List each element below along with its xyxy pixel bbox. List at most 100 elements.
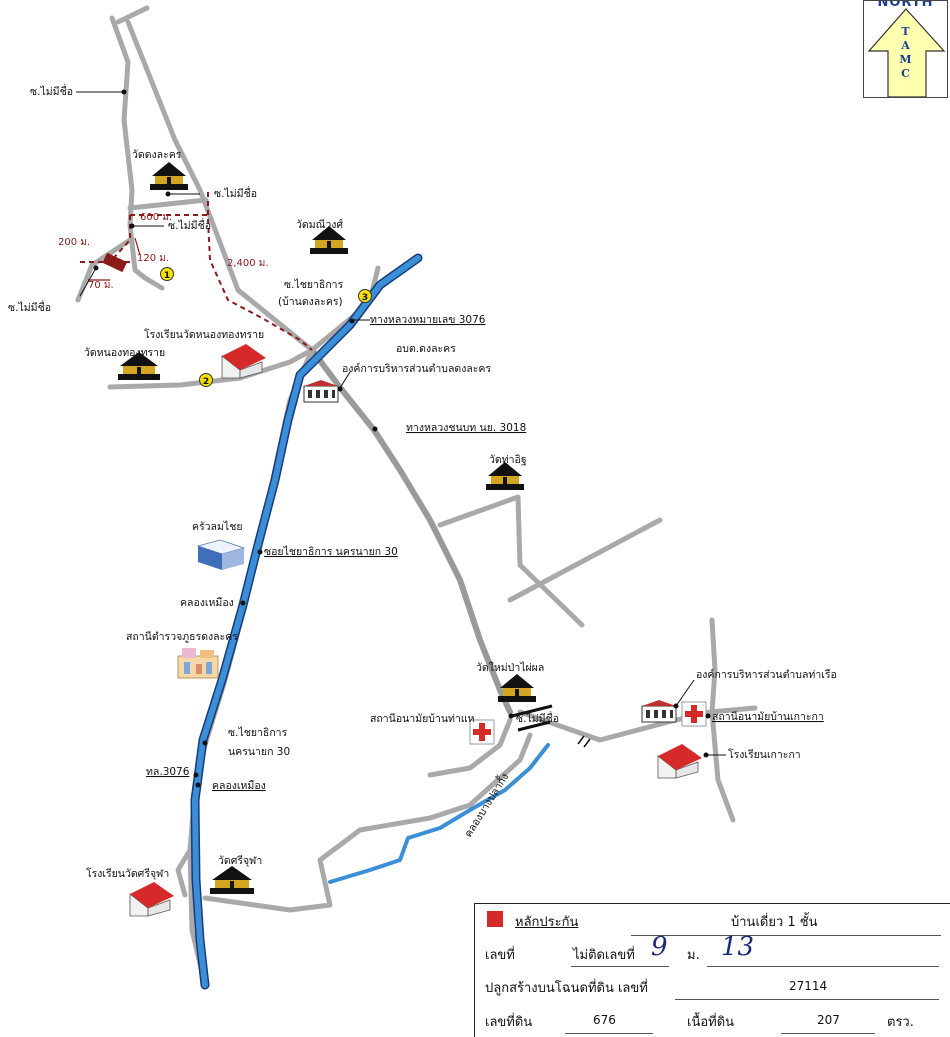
- north-arrow-badge: NORTH T A M C: [863, 0, 948, 98]
- office-icon-obt-dong-lakhon: [303, 380, 339, 403]
- road-soi-left-down: [75, 237, 133, 303]
- moo-handwritten: 13: [721, 932, 755, 962]
- office-icon-obt-tha-ruea: [641, 700, 677, 723]
- marker-1-label: 1: [164, 271, 170, 281]
- info-row-house-no: เลขที่ ไม่ติดเลขที่ 9 ม. 13: [475, 932, 950, 970]
- label-soi-chaiyathikan: ซ.ไชยาธิการ: [284, 278, 344, 291]
- land-no-value: 676: [593, 1013, 616, 1027]
- label-wat-dong-lakhon: วัดดงละคร: [132, 149, 182, 161]
- label-obt-dong-lakhon: อบต.ดงละคร: [396, 343, 456, 355]
- north-letter-t: T: [901, 25, 910, 38]
- label-health-ban-ko-ka: สถานีอนามัยบ้านเกาะกา: [712, 710, 824, 723]
- moo-label: ม.: [687, 948, 700, 963]
- label-wat-si-chuha: วัดศรีจุฬา: [218, 854, 262, 867]
- road-tha-ruea-south: [709, 709, 736, 823]
- road-tha-ruea-north: [709, 617, 718, 715]
- label-ban-dong-lakhon: (บ้านดงละคร): [278, 296, 343, 308]
- road-branch-b: [507, 517, 663, 603]
- collateral-label: หลักประกัน: [515, 915, 579, 930]
- info-row-deed: ปลูกสร้างบนโฉนดที่ดิน เลขที่ 27114: [475, 970, 950, 1003]
- health-center-icon-ko-ka: [681, 701, 707, 727]
- school-icon-nong-thong-sai: [221, 344, 266, 379]
- label-khrua-lom-chai: ครัวลมไชย: [192, 520, 242, 533]
- house-no-handwritten: 9: [651, 932, 668, 962]
- police-station-icon: [177, 648, 219, 679]
- temple-icon-wat-si-chuha: [210, 866, 254, 894]
- house-no-label: เลขที่: [485, 948, 515, 963]
- label-wat-nong-thong-sai: วัดหนองทองทราย: [84, 347, 165, 359]
- label-wat-mani-wong: วัดมณีวงศ์: [296, 218, 343, 231]
- marker-2: 2: [199, 373, 213, 387]
- north-letters: T A M C: [864, 25, 947, 81]
- road-diagonal-north: [125, 19, 315, 353]
- label-school-ko-ka: โรงเรียนเกาะกา: [728, 748, 801, 761]
- leader-lines: [76, 89, 726, 788]
- temple-icon-wat-tha-it: [486, 462, 524, 490]
- house-no-value: ไม่ติดเลขที่: [573, 948, 635, 963]
- road-south-loop: [202, 732, 533, 913]
- area-unit: ตรว.: [887, 1015, 914, 1030]
- deed-value: 27114: [789, 979, 828, 993]
- label-thl-3076: ทล.3076: [146, 766, 190, 778]
- label-soi-mai-mi-chue-2: ซ.ไม่มีชื่อ: [214, 186, 257, 200]
- temple-icon-wat-dong-lakhon: [150, 162, 188, 190]
- label-obt-dong-lakhon-full: องค์การบริหารส่วนตำบลดงละคร: [342, 362, 491, 375]
- north-letter-c: C: [901, 67, 910, 80]
- school-icon-ko-ka: [657, 744, 702, 779]
- temple-icon-wat-mani-wong: [310, 226, 348, 254]
- label-police-station: สถานีตำรวจภูธรดงละคร: [126, 630, 238, 643]
- road-soi-east: [127, 197, 209, 211]
- route-dashed: [80, 192, 313, 351]
- marker-1: 1: [160, 267, 174, 281]
- distance-2400m: 2,400 ม.: [227, 258, 269, 269]
- label-highway-3076: ทางหลวงหมายเลข 3076: [370, 314, 486, 326]
- label-soi-mai-mi-chue-top: ซ.ไม่มีชื่อ: [30, 84, 73, 98]
- label-wat-tha-it: วัดท่าอิฐ: [489, 454, 527, 466]
- label-school-nong-thong-sai: โรงเรียนวัดหนองทองทราย: [144, 328, 264, 341]
- collateral-location: [102, 252, 128, 273]
- label-health-ban-tha-hae: สถานีอนามัยบ้านท่าแห: [370, 712, 475, 725]
- collateral-legend-swatch: [487, 911, 503, 927]
- label-nakhon-nayok-30: นครนายก 30: [228, 746, 290, 758]
- temple-icon-wat-mai-pa-phai: [498, 674, 536, 702]
- area-value: 207: [817, 1013, 840, 1027]
- label-soi-mai-mi-chue-right: ซ.ไม่มีชื่อ: [516, 711, 559, 725]
- deed-label: ปลูกสร้างบนโฉนดที่ดิน เลขที่: [485, 981, 648, 996]
- north-text: NORTH: [877, 0, 934, 10]
- label-khlong-muang-2: คลองเหมือง: [212, 779, 266, 792]
- road-3018: [309, 347, 513, 715]
- distance-70m: 70 ม.: [88, 280, 114, 291]
- road-south-west-branch: [175, 847, 193, 898]
- marker-3-label: 3: [362, 293, 368, 303]
- label-khlong-muang: คลองเหมือง: [180, 596, 234, 609]
- area-label: เนื้อที่ดิน: [687, 1015, 735, 1030]
- river: [190, 253, 550, 990]
- collateral-info-box: หลักประกัน บ้านเดี่ยว 1 ชั้น เลขที่ ไม่ต…: [474, 903, 950, 1037]
- label-obt-tha-ruea: องค์การบริหารส่วนตำบลท่าเรือ: [696, 668, 837, 681]
- label-soi-chaiyathikan-b: ซ.ไชยาธิการ: [228, 726, 288, 739]
- road-south-inner: [427, 717, 513, 778]
- label-soi-mai-mi-chue-left: ซ.ไม่มีชื่อ: [8, 300, 51, 314]
- temple-icon-wat-nong-thong-sai: [118, 352, 160, 380]
- label-soi-chaiyathikan-ny30: ซอยไชยาธิการ นครนายก 30: [264, 545, 398, 558]
- route-arrows: [88, 237, 141, 281]
- building-type: บ้านเดี่ยว 1 ชั้น: [731, 915, 818, 930]
- distance-120m: 120 ม.: [137, 253, 169, 264]
- label-soi-mai-mi-chue-3: ซ.ไม่มีชื่อ: [168, 218, 211, 232]
- distance-600m: 600 ม.: [140, 212, 172, 223]
- marker-3: 3: [358, 289, 372, 303]
- label-school-wat-si-chuha: โรงเรียนวัดศรีจุฬา: [86, 867, 169, 880]
- bridge-icon: [511, 704, 591, 748]
- school-icon-si-chuha: [129, 882, 174, 917]
- info-row-land: เลขที่ดิน 676 เนื้อที่ดิน 207 ตรว.: [475, 1003, 950, 1036]
- north-letter-m: M: [899, 53, 912, 66]
- north-arrow-icon: [867, 8, 946, 97]
- road-top-left-b: [115, 5, 150, 25]
- distance-200m: 200 ม.: [58, 237, 90, 248]
- info-row-collateral: หลักประกัน บ้านเดี่ยว 1 ชั้น: [475, 904, 950, 937]
- health-center-icon-tha-hae: [469, 719, 495, 745]
- land-no-label: เลขที่ดิน: [485, 1015, 533, 1030]
- marker-2-label: 2: [203, 377, 209, 387]
- label-rural-road-3018: ทางหลวงชนบท นย. 3018: [406, 422, 526, 434]
